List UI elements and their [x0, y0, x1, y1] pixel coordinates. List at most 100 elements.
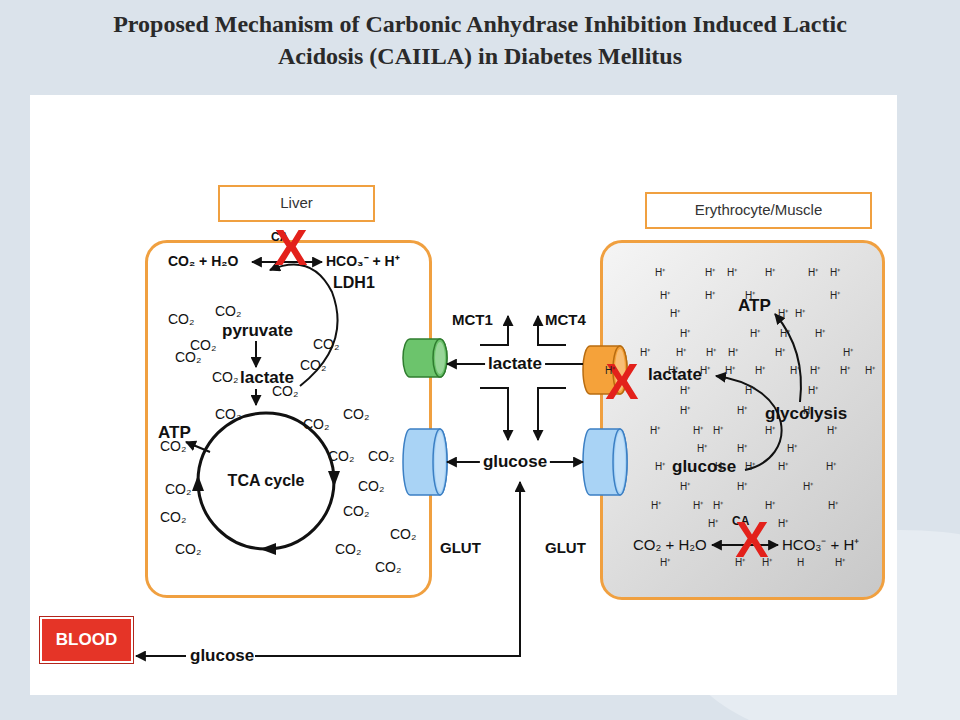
- edge-label: lactate: [485, 355, 545, 374]
- proton-label: H⁺: [727, 267, 737, 278]
- tca-cycle-circle: TCA cycle: [192, 407, 340, 555]
- co2-label: CO₂: [300, 358, 326, 373]
- bracket-arrow: [480, 316, 508, 345]
- proton-label: H⁺: [830, 290, 840, 301]
- node-text: MCT1: [452, 312, 493, 329]
- proton-label: H⁺: [815, 328, 825, 339]
- equilibrium-arrow: [252, 261, 322, 263]
- proton-label: H⁺: [843, 347, 853, 358]
- proton-label: H⁺: [745, 461, 755, 472]
- node-text: HCO₃⁻ + H⁺: [326, 254, 400, 269]
- proton-label: H⁺: [676, 347, 686, 358]
- proton-label: H⁺: [650, 425, 660, 436]
- proton-label: H⁺: [660, 290, 670, 301]
- inhibition-mark: X: [605, 355, 638, 410]
- proton-label: H⁺: [737, 481, 747, 492]
- proton-label: H⁺: [828, 500, 838, 511]
- mct4-transporter: MCT4: [583, 345, 627, 395]
- co2-label: CO₂: [165, 482, 191, 497]
- proton-label: H⁺: [640, 347, 650, 358]
- metabolite-label: glucose: [190, 647, 254, 666]
- bracket-arrow: [538, 388, 566, 440]
- pathway-arrow: [775, 314, 801, 402]
- node-text: GLUT: [545, 540, 586, 557]
- co2-label: CO₂: [160, 510, 186, 525]
- cylinder-highlight: [435, 432, 445, 492]
- proton-label: H⁺: [787, 443, 797, 454]
- proton-label: H⁺: [778, 461, 788, 472]
- bracket-arrow: [538, 316, 566, 345]
- node-text: CO₂ + H₂O: [168, 254, 238, 269]
- proton-label: H⁺: [705, 267, 715, 278]
- proton-label: H⁺: [755, 365, 765, 376]
- pathway-arrow: [186, 442, 210, 452]
- co2-label: CO₂: [313, 337, 339, 352]
- proton-label: H⁺: [725, 365, 735, 376]
- proton-label: H: [797, 557, 804, 568]
- diagram-panel: [30, 95, 897, 695]
- co2-label: CO₂: [390, 527, 416, 542]
- blood-glucose-arrow: [136, 655, 186, 657]
- proton-label: H⁺: [765, 425, 775, 436]
- proton-label: H⁺: [803, 481, 813, 492]
- proton-label: H⁺: [670, 308, 680, 319]
- proton-label: H⁺: [713, 500, 723, 511]
- cylinder-end: [613, 429, 627, 495]
- cycle-arrowhead: [260, 543, 276, 555]
- cell-label-box: Erythrocyte/Muscle: [645, 192, 872, 229]
- proton-label: H⁺: [680, 481, 690, 492]
- node-text: lactate: [240, 369, 294, 388]
- proton-label: H⁺: [605, 365, 615, 376]
- co2-label: CO₂: [303, 417, 329, 432]
- proton-label: H⁺: [668, 365, 678, 376]
- co2-label: CO₂: [375, 560, 401, 575]
- proton-label: H⁺: [706, 347, 716, 358]
- proton-label: H⁺: [827, 425, 837, 436]
- proton-label: H⁺: [737, 405, 747, 416]
- proton-label: H⁺: [778, 308, 788, 319]
- cylinder-body: [583, 346, 627, 394]
- co2-label: CO₂: [358, 479, 384, 494]
- inhibition-mark: X: [735, 513, 768, 568]
- proton-label: H⁺: [808, 385, 818, 396]
- co2-label: CO₂: [190, 338, 216, 353]
- organ-label-box: Liver: [218, 185, 375, 222]
- node-text: CA: [271, 231, 288, 244]
- proton-label: H⁺: [735, 557, 745, 568]
- proton-label: H⁺: [700, 365, 710, 376]
- inhibition-mark: X: [274, 221, 307, 276]
- node-text: ATP: [158, 424, 191, 443]
- proton-label: H⁺: [795, 308, 805, 319]
- transport-arrow: [447, 363, 583, 365]
- proton-label: H⁺: [713, 425, 723, 436]
- bracket-arrow: [480, 388, 508, 440]
- proton-label: H⁺: [765, 267, 775, 278]
- cylinder-body: [403, 429, 447, 495]
- node-text: MCT4: [545, 312, 586, 329]
- proton-label: H⁺: [705, 290, 715, 301]
- proton-label: H⁺: [826, 461, 836, 472]
- cylinder-highlight: [615, 432, 625, 492]
- proton-label: H⁺: [708, 518, 718, 529]
- cylinder-body: [583, 429, 627, 495]
- liver-cell: CACO₂ + H₂OHCO₃⁻ + H⁺LDH1pyruvatelactate…: [145, 240, 432, 598]
- proton-label: H⁺: [840, 365, 850, 376]
- cylinder-outline: [403, 338, 447, 378]
- proton-label: H⁺: [778, 518, 788, 529]
- node-text: ATP: [738, 297, 771, 316]
- edge-label: glucose: [480, 453, 550, 472]
- ldh-arc-arrow: [270, 264, 338, 386]
- co2-label: CO₂: [215, 304, 241, 319]
- co2-label: CO₂: [343, 407, 369, 422]
- node-text: Erythrocyte/Muscle: [647, 194, 870, 227]
- proton-label: H⁺: [655, 267, 665, 278]
- cylinder-outline: [583, 428, 627, 496]
- pathway-arrow: [255, 389, 257, 405]
- co2-label: CO₂: [328, 449, 354, 464]
- co2-label: CO₂: [272, 384, 298, 399]
- proton-label: H⁺: [835, 557, 845, 568]
